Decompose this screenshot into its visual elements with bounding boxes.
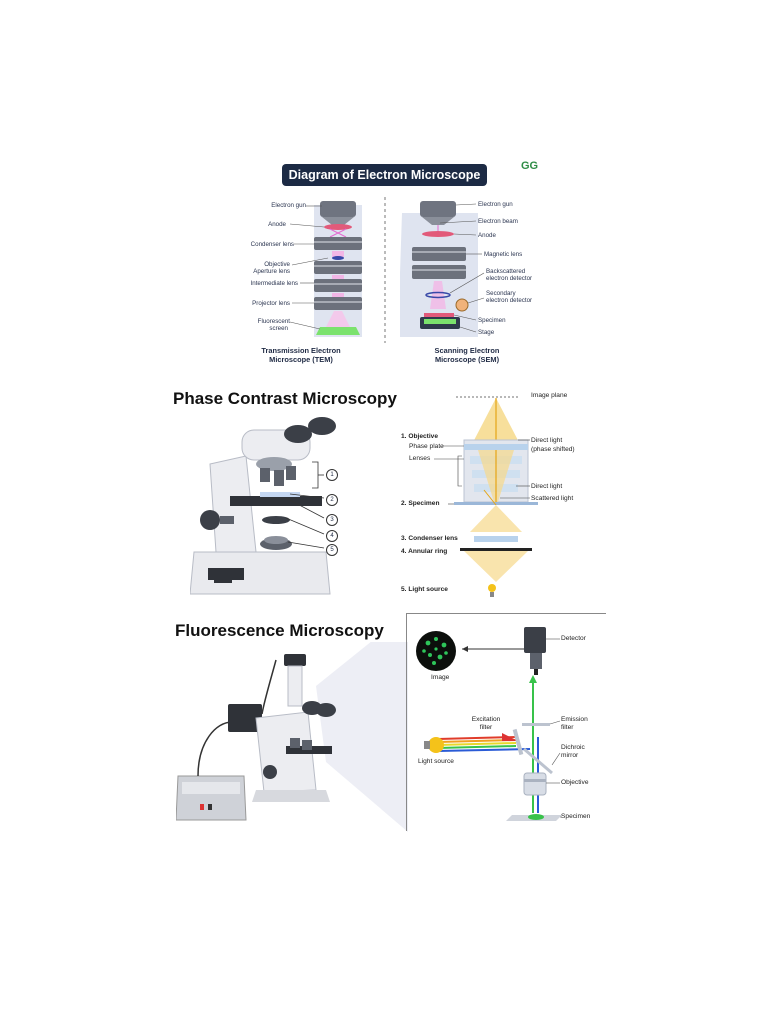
- tem-label-anode: Anode: [268, 221, 286, 228]
- tem-label-intermediate-lens: Intermediate lens: [250, 280, 298, 287]
- sem-label-electron-beam: Electron beam: [478, 218, 518, 225]
- tem-label-projector-lens: Projector lens: [252, 300, 290, 307]
- callout-4: 4: [326, 530, 338, 542]
- sem-caption-line1: Scanning Electron: [434, 346, 500, 355]
- sem-caption: Scanning Electron Microscope (SEM): [414, 346, 520, 364]
- label-condenser-lens: 3. Condenser lens: [401, 535, 458, 542]
- electron-microscope-illustration: [289, 197, 485, 343]
- label-specimen: 2. Specimen: [401, 500, 440, 507]
- label-objective-fluor: Objective: [561, 779, 589, 786]
- em-title: Diagram of Electron Microscope: [282, 164, 487, 186]
- label-excitation-filter-word: filter: [479, 724, 493, 731]
- label-direct-light-shifted: Direct light: [531, 437, 563, 444]
- label-phase-plate: Phase plate: [409, 443, 444, 450]
- sem-label-backscattered: Backscattered: [486, 268, 526, 275]
- callout-3: 3: [326, 514, 338, 526]
- label-dichroic: Dichroic: [561, 744, 585, 751]
- tem-label-fluorescent: Fluorescent: [257, 318, 290, 325]
- sem-caption-line2: Microscope (SEM): [434, 355, 500, 364]
- label-mirror: mirror: [561, 752, 579, 759]
- sem-column: [400, 201, 478, 337]
- label-dichroic-mirror: Dichroic mirror: [561, 744, 585, 760]
- phase-light-path-diagram: [434, 396, 538, 597]
- sem-label-electron-gun: Electron gun: [478, 201, 513, 208]
- label-light-source: 5. Light source: [401, 586, 448, 593]
- label-specimen-fluor: Specimen: [561, 813, 591, 820]
- label-objective: 1. Objective: [401, 433, 439, 440]
- label-excitation-filter: Excitation filter: [466, 716, 506, 732]
- fluorescence-light-path-diagram: [406, 613, 606, 831]
- sem-label-secondary: Secondary: [486, 290, 516, 297]
- sem-label-anode: Anode: [478, 232, 496, 239]
- callout-5: 5: [326, 544, 338, 556]
- tem-caption-line2: Microscope (TEM): [269, 355, 333, 364]
- sem-label-backscattered-detector: electron detector: [486, 275, 533, 282]
- label-emission-filter-word: filter: [561, 724, 574, 731]
- label-image-plane: Image plane: [531, 392, 568, 399]
- sem-label-stage: Stage: [478, 329, 495, 336]
- phase-contrast-title: Phase Contrast Microscopy: [173, 389, 397, 408]
- label-light-source-fluor: Light source: [418, 758, 454, 765]
- fluorescence-title: Fluorescence Microscopy: [175, 621, 384, 640]
- sem-label-specimen: Specimen: [478, 317, 506, 324]
- tem-label-objective: Objective: [264, 261, 290, 268]
- label-phase-shifted: (phase shifted): [531, 446, 575, 453]
- label-direct-light: Direct light: [531, 483, 563, 490]
- phase-microscope-illustration: [190, 417, 336, 595]
- sem-label-magnetic-lens: Magnetic lens: [484, 251, 523, 258]
- fluorescence-microscope-illustration: [176, 642, 408, 832]
- label-excitation: Excitation: [471, 716, 501, 723]
- label-emission-filter: Emission filter: [561, 716, 588, 732]
- label-detector: Detector: [561, 635, 586, 642]
- label-scattered-light: Scattered light: [531, 495, 574, 502]
- tem-column: [314, 201, 362, 337]
- sem-label-secondary-detector: electron detector: [486, 297, 533, 304]
- label-emission: Emission: [561, 716, 588, 723]
- tem-label-condenser-lens: Condenser lens: [250, 241, 294, 248]
- tem-label-screen: screen: [269, 325, 288, 332]
- label-annular-ring: 4. Annular ring: [401, 548, 448, 555]
- label-image: Image: [431, 674, 450, 681]
- label-lenses: Lenses: [409, 455, 431, 462]
- tem-caption: Transmission Electron Microscope (TEM): [248, 346, 354, 364]
- callout-1: 1: [326, 469, 338, 481]
- tem-label-aperture-lens: Aperture lens: [253, 268, 290, 275]
- tem-caption-line1: Transmission Electron: [261, 346, 341, 355]
- callout-2: 2: [326, 494, 338, 506]
- geeksforgeeks-logo: GG: [521, 160, 539, 172]
- tem-label-electron-gun: Electron gun: [271, 202, 306, 209]
